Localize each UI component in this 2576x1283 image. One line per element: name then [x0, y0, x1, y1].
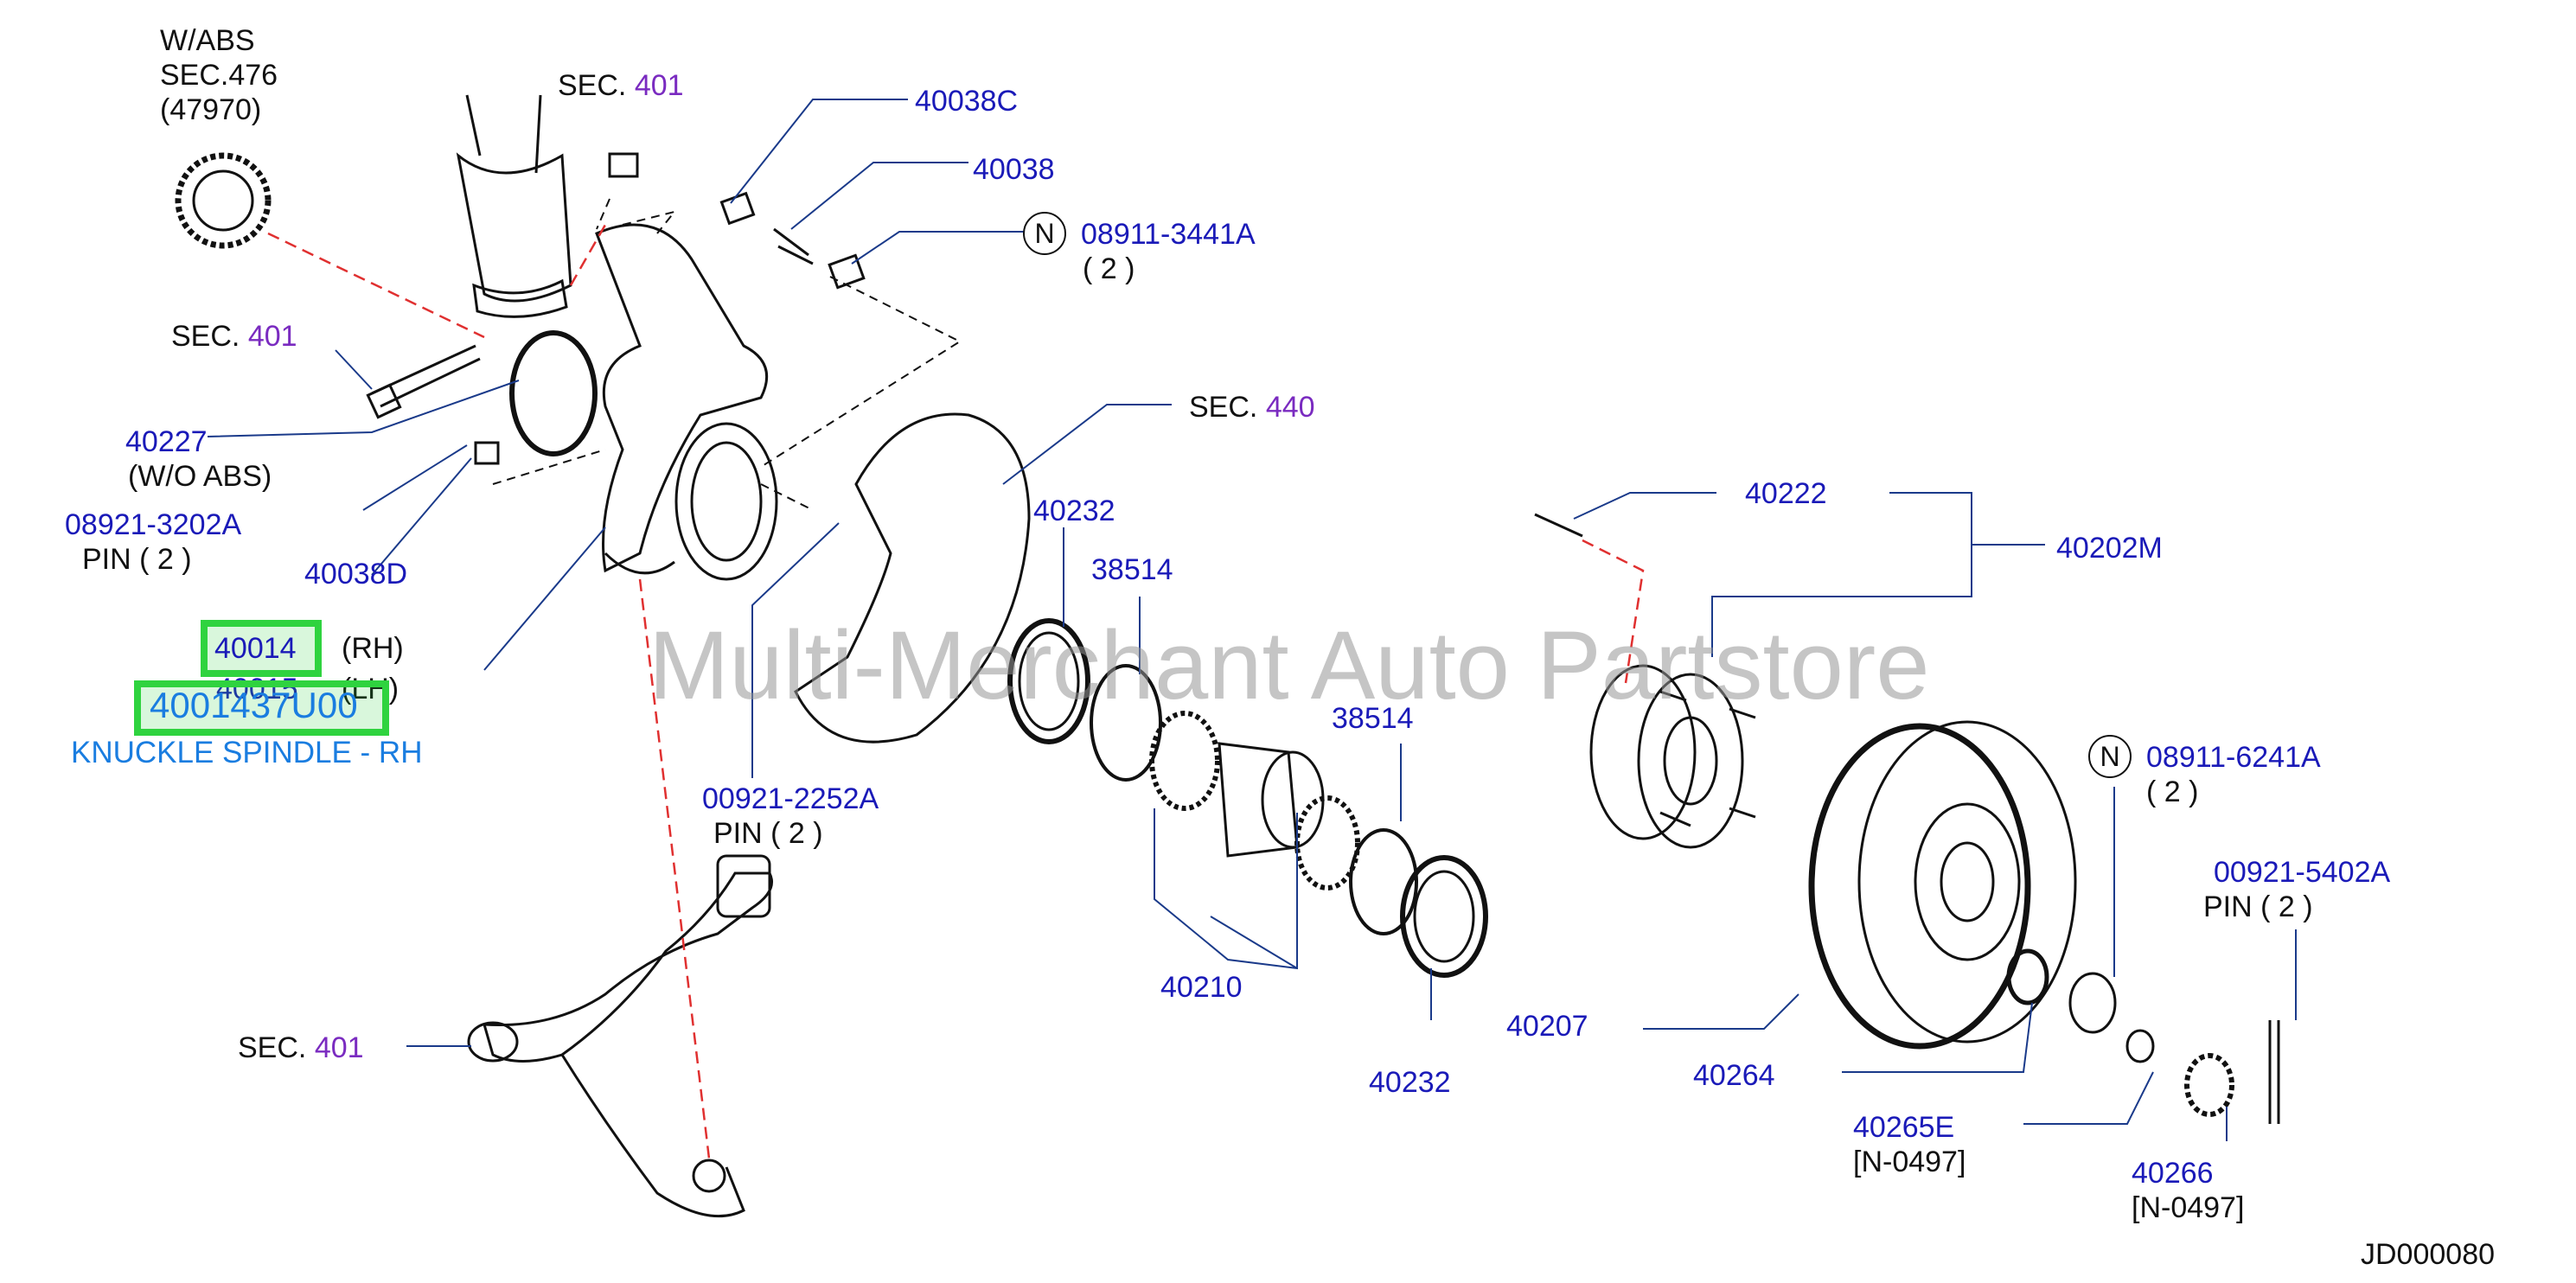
wheel-hub: [1534, 513, 1756, 849]
label-47970: (47970): [160, 93, 262, 126]
strut-assembly: [456, 94, 572, 318]
brake-rotor: [1808, 720, 2077, 1050]
part-40266[interactable]: 40266: [2132, 1157, 2214, 1190]
highlight-40014[interactable]: [201, 620, 322, 677]
dust-shield: [794, 412, 1031, 744]
part-40264[interactable]: 40264: [1693, 1059, 1775, 1092]
part-38514-top[interactable]: 38514: [1091, 553, 1173, 586]
part-40227[interactable]: 40227: [125, 425, 208, 458]
part-40202m[interactable]: 40202M: [2056, 532, 2163, 565]
highlight-description: KNUCKLE SPINDLE - RH: [71, 736, 423, 769]
part-38514-mid[interactable]: 38514: [1332, 702, 1414, 735]
part-40232-bottom[interactable]: 40232: [1369, 1066, 1451, 1099]
pin-00921-2252a: PIN ( 2 ): [713, 817, 823, 850]
abs-tone-ring: [175, 152, 272, 249]
label-lh: (LH): [342, 673, 400, 705]
part-08911-6241a[interactable]: 08911-6241A: [2146, 741, 2321, 774]
o-ring-40227: [509, 330, 598, 456]
note-40265e: [N-0497]: [1853, 1146, 1966, 1178]
axle-nut-parts: [2006, 948, 2280, 1124]
label-sec476: SEC.476: [160, 59, 278, 92]
n-icon-1: N: [1023, 212, 1066, 255]
part-40207[interactable]: 40207: [1506, 1010, 1588, 1043]
n-icon-2: N: [2088, 735, 2132, 778]
label-sec-top: SEC. 401: [558, 69, 684, 102]
highlight-part-number[interactable]: 4001437U00: [150, 685, 358, 725]
part-40222[interactable]: 40222: [1745, 477, 1827, 510]
label-wabs: W/ABS: [160, 24, 255, 57]
label-sec-440: SEC. 440: [1189, 391, 1315, 424]
label-sec-bolt: SEC. 401: [171, 320, 297, 353]
part-40210[interactable]: 40210: [1160, 971, 1243, 1004]
watermark: Multi-Merchant Auto Partstore: [649, 611, 1930, 719]
dashed-connectors: [492, 198, 962, 511]
part-00921-2252a[interactable]: 00921-2252A: [702, 782, 879, 815]
qty-08911-6241a: ( 2 ): [2146, 776, 2199, 808]
part-40014[interactable]: 40014: [214, 632, 297, 665]
upper-bolts: [366, 152, 866, 465]
part-40038d[interactable]: 40038D: [304, 558, 408, 590]
part-40015[interactable]: 40015: [216, 673, 298, 705]
highlight-4001437u00[interactable]: [134, 680, 389, 736]
label-wo-abs: (W/O ABS): [128, 460, 272, 493]
part-40232-top[interactable]: 40232: [1033, 495, 1115, 527]
pin-00921-5402a: PIN ( 2 ): [2203, 890, 2313, 923]
leader-lines: [207, 99, 2297, 1141]
part-08911-3441a[interactable]: 08911-3441A: [1081, 218, 1256, 251]
part-08921-3202a[interactable]: 08921-3202A: [65, 508, 242, 541]
part-00921-5402a[interactable]: 00921-5402A: [2214, 856, 2391, 889]
steering-knuckle: [595, 223, 778, 581]
label-rh: (RH): [342, 632, 404, 665]
note-40266: [N-0497]: [2132, 1191, 2245, 1224]
diagram-id: JD000080: [2361, 1238, 2496, 1271]
red-center-lines: [267, 224, 1645, 1159]
label-sec-arm: SEC. 401: [238, 1031, 364, 1064]
qty-08911-3441a: ( 2 ): [1083, 252, 1135, 285]
lower-control-arm: [467, 854, 773, 1218]
part-40038c[interactable]: 40038C: [915, 85, 1019, 118]
pin-08921-3202a: PIN ( 2 ): [82, 543, 192, 576]
part-40038[interactable]: 40038: [973, 153, 1055, 186]
part-40265e[interactable]: 40265E: [1853, 1111, 1955, 1144]
